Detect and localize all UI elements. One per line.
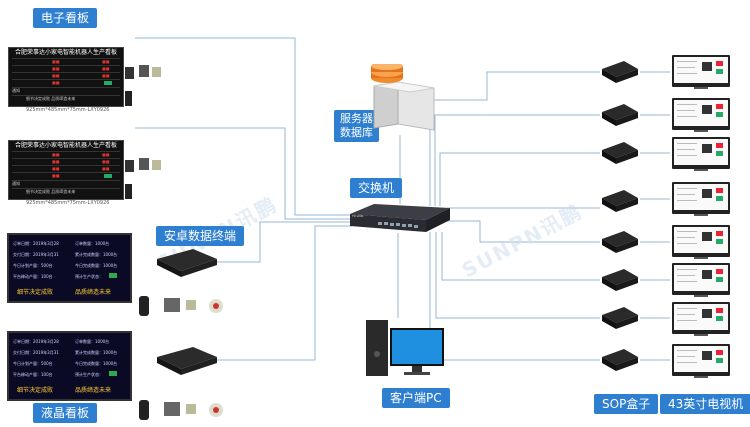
lcd-board-2: 订单日期：2019年3月28 订单数量：1000台 交付日期：2019年3月31… (7, 331, 132, 401)
tv-6 (672, 263, 730, 297)
sop-box-7 (602, 307, 638, 329)
tv-4 (672, 182, 730, 216)
lcd-cell: 今日计划产量：500台 (13, 361, 53, 366)
sop-box-2 (602, 104, 638, 126)
switch-brand: TP-LINK (352, 214, 364, 218)
lcd-cell: 订单数量：1000台 (75, 339, 110, 344)
lcd-cell: 累计完成数量：1000台 (75, 350, 118, 355)
lcd-cell: 今日完成数量：1000台 (75, 263, 118, 268)
led-board-1: 合肥荣事达小家电智能机器人生产看板 ■■■■ ■■■■ ■■■■ ■■ 通知 细… (8, 47, 124, 107)
sop-box-3 (602, 142, 638, 164)
lcd-slogan-2: 品质缔造未来 (75, 289, 112, 296)
label-android-terminal: 安卓数据终端 (156, 226, 245, 246)
switch-icon (350, 204, 450, 232)
lcd-cell: 交付日期：2019年3月31 (13, 252, 59, 257)
led-notice: 通知 (12, 181, 20, 186)
lcd-cell: 今日计划产量：500台 (13, 263, 53, 268)
label-client-pc: 客户端PC (382, 388, 450, 408)
lcd-cell: 今日完成数量：1000台 (75, 361, 118, 366)
lcd-status-badge (109, 273, 117, 278)
led-peripherals-2 (125, 158, 161, 199)
server-icon (371, 64, 435, 131)
android-terminal-1 (157, 249, 217, 277)
lcd-cell: 订单数量：1000台 (75, 241, 110, 246)
lcd-cell: 平台稼动产量：100台 (13, 274, 53, 279)
lcd-cell: 累计完成数量：1000台 (75, 252, 118, 257)
lcd-cell: 平台稼动产量：100台 (13, 372, 53, 377)
tv-1 (672, 55, 730, 89)
client-pc-icon (366, 320, 444, 376)
lcd-slogan-1: 细节决定成败 (17, 387, 54, 394)
led-slogan: 细节决定成败 品质缔造未来 (26, 96, 76, 101)
sop-box-4 (602, 190, 638, 212)
led-peripherals-1 (125, 65, 161, 106)
led-slogan: 细节决定成败 品质缔造未来 (26, 189, 76, 194)
sop-box-1 (602, 61, 638, 83)
label-lcd-board: 液晶看板 (33, 403, 98, 423)
lcd-status-badge (109, 371, 117, 376)
sop-box-5 (602, 231, 638, 253)
lcd-board-1: 订单日期：2019年3月28 订单数量：1000台 交付日期：2019年3月31… (7, 233, 132, 303)
terminal-peripherals-2 (139, 400, 223, 420)
lcd-cell: 预计生产状态： (75, 372, 103, 377)
label-tv: 43英寸电视机 (660, 394, 750, 414)
sop-box-6 (602, 269, 638, 291)
tv-5 (672, 225, 730, 259)
tv-2 (672, 98, 730, 132)
label-sop-box: SOP盒子 (594, 394, 659, 414)
lcd-cell: 订单日期：2019年3月28 (13, 339, 59, 344)
lcd-cell: 订单日期：2019年3月28 (13, 241, 59, 246)
label-switch: 交换机 (350, 178, 403, 198)
sop-box-8 (602, 349, 638, 371)
led-caption-1: 925mm*485mm*75mm-LXY0926 (26, 107, 110, 113)
lcd-cell: 交付日期：2019年3月31 (13, 350, 59, 355)
tv-3 (672, 137, 730, 171)
led-board-title: 合肥荣事达小家电智能机器人生产看板 (14, 142, 117, 149)
label-server: 服务器 数据库 (334, 110, 379, 142)
lcd-slogan-1: 细节决定成败 (17, 289, 54, 296)
tv-7 (672, 302, 730, 336)
lcd-cell: 预计生产状态： (75, 274, 103, 279)
lcd-slogan-2: 品质缔造未来 (75, 387, 112, 394)
label-led-board: 电子看板 (33, 8, 98, 28)
tv-8 (672, 344, 730, 378)
led-board-2: 合肥荣事达小家电智能机器人生产看板 ■■■■ ■■■■ ■■■■ ■■ 通知 细… (8, 140, 124, 200)
terminal-peripherals-1 (139, 296, 223, 316)
led-board-title: 合肥荣事达小家电智能机器人生产看板 (14, 49, 117, 56)
led-caption-2: 925mm*485mm*75mm-LXY0926 (26, 200, 110, 206)
android-terminal-2 (157, 347, 217, 375)
led-notice: 通知 (12, 88, 20, 93)
